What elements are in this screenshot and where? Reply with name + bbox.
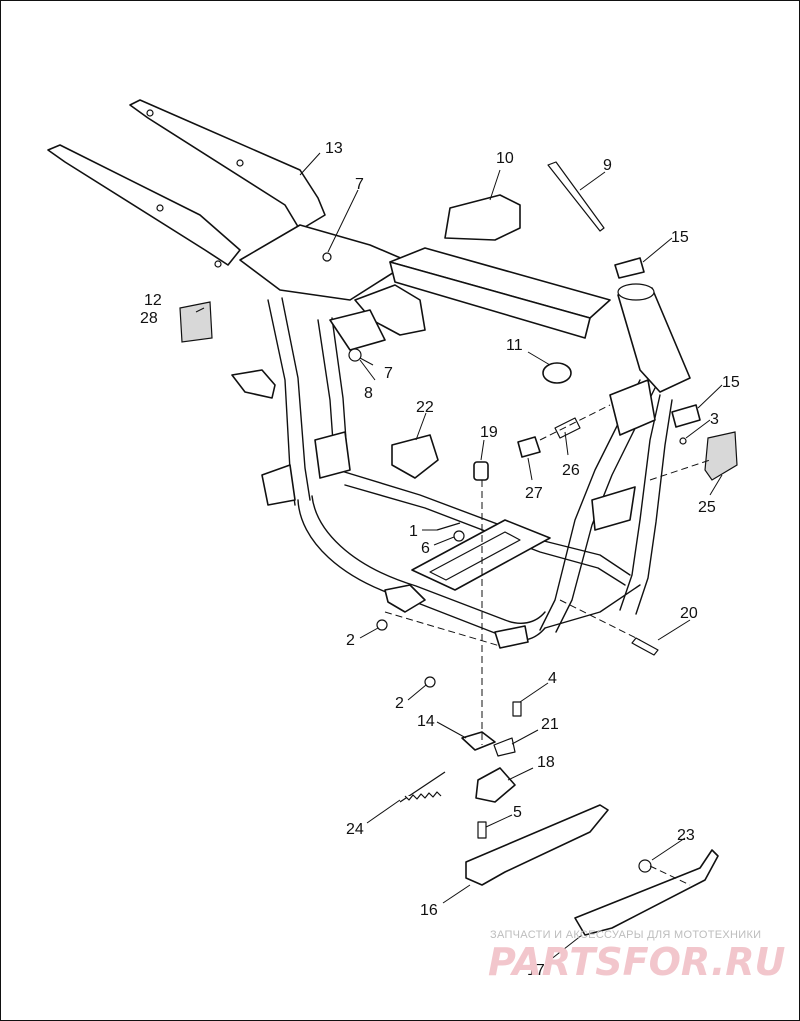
- callout-9: 9: [603, 157, 612, 174]
- frame-backbone-side: [389, 261, 591, 339]
- callout-14: 14: [417, 713, 435, 730]
- lower-cradle-left-inner: [311, 495, 546, 624]
- assembly-line-bracket: [649, 459, 711, 481]
- part-17-kickstand: [574, 849, 719, 936]
- part-11-grommet: [542, 362, 572, 384]
- steering-head-top: [617, 283, 655, 301]
- part-24-coils: [404, 791, 442, 801]
- watermark-brand: PARTSFOR.RU: [488, 940, 786, 984]
- callout-17: 17: [527, 962, 545, 979]
- part-2-grommet-lower: [424, 676, 436, 688]
- callout-4: 4: [548, 670, 557, 687]
- watermark: ЗАПЧАСТИ И АКСЕССУАРЫ ДЛЯ МОТОТЕХНИКИ PA…: [488, 929, 786, 984]
- downtube-right-outer: [619, 394, 661, 611]
- rear-upright-left-inner: [281, 297, 311, 501]
- callout-15-upper: 15: [671, 229, 689, 246]
- part-8-washer: [348, 348, 362, 362]
- callout-19: 19: [480, 424, 498, 441]
- watermark-caption: ЗАПЧАСТИ И АКСЕССУАРЫ ДЛЯ МОТОТЕХНИКИ: [490, 929, 761, 941]
- assembly-line-stop: [649, 865, 691, 886]
- part-15-cup-lower: [671, 404, 701, 428]
- frame-assembly: [47, 99, 691, 649]
- callout-1: 1: [409, 523, 418, 540]
- assembly-line-lug: [384, 611, 501, 647]
- downtube-right-inner: [635, 399, 673, 615]
- callout-7-upper: 7: [355, 176, 364, 193]
- callout-12: 12: [144, 292, 162, 309]
- rear-side-plate: [261, 464, 296, 506]
- assembly-line-bolt: [559, 599, 641, 641]
- part-10-cover: [444, 194, 521, 241]
- part-23-stop: [638, 859, 652, 873]
- part-7-nut-upper: [322, 252, 332, 262]
- callout-23: 23: [677, 827, 695, 844]
- callout-11: 11: [506, 337, 523, 354]
- assembly-line-fitting: [539, 404, 611, 441]
- part-5-bolt: [477, 821, 487, 839]
- downtube-left-outer: [539, 379, 641, 631]
- callout-20: 20: [680, 605, 698, 622]
- rear-strut-right: [129, 99, 326, 231]
- part-27-fitting: [517, 436, 541, 458]
- part-3-screw: [679, 437, 687, 445]
- callout-24: 24: [346, 821, 364, 838]
- part-26-bolt: [554, 417, 581, 439]
- rear-mount-lug: [384, 584, 426, 613]
- callout-3: 3: [710, 411, 719, 428]
- coil-bracket: [329, 309, 386, 351]
- callout-2-upper: 2: [346, 632, 355, 649]
- leader-lines: [195, 152, 723, 961]
- front-mount-lug: [494, 625, 529, 649]
- assembly-lines: [384, 404, 711, 886]
- part-14-plate: [461, 731, 496, 751]
- callout-6: 6: [421, 540, 430, 557]
- callout-13: 13: [325, 140, 343, 157]
- part-18-bracket: [475, 767, 516, 803]
- callout-16: 16: [420, 902, 438, 919]
- part-21-clip: [493, 737, 516, 757]
- callout-10: 10: [496, 150, 514, 167]
- part-12-plate: [179, 301, 213, 343]
- rear-bracket-left: [231, 369, 276, 399]
- callout-26: 26: [562, 462, 580, 479]
- downtube-plate: [591, 486, 636, 531]
- callout-21: 21: [541, 716, 559, 733]
- front-cradle-lower: [544, 584, 641, 629]
- part-2-grommet-upper: [376, 619, 388, 631]
- part-6-washer: [453, 530, 465, 542]
- callout-25: 25: [698, 499, 716, 516]
- callout-7-lower: 7: [384, 365, 393, 382]
- part-15-cup-upper: [614, 257, 645, 279]
- loose-parts: [179, 161, 738, 936]
- callout-28: 28: [140, 310, 158, 327]
- part-9-tie: [547, 161, 605, 232]
- callout-2-lower: 2: [395, 695, 404, 712]
- part-4-screw: [512, 701, 522, 717]
- downtube-left-inner: [555, 387, 656, 633]
- callout-8: 8: [364, 385, 373, 402]
- part-16-kickstand: [465, 804, 609, 886]
- callout-27: 27: [525, 485, 543, 502]
- steering-head: [617, 287, 691, 393]
- callout-labels: 13 7 10 9 15 12 28 11 7 8 15 3 22 19 26 …: [140, 140, 740, 979]
- part-19-bushing: [473, 461, 489, 481]
- callout-15-lower: 15: [722, 374, 740, 391]
- rear-strut-left: [47, 144, 241, 266]
- part-25-bracket: [704, 431, 738, 481]
- callout-18: 18: [537, 754, 555, 771]
- part-22-clip: [391, 434, 439, 479]
- rear-inner-plate: [314, 431, 351, 479]
- part-1-screw: [436, 522, 461, 531]
- crossmember-slot: [429, 531, 521, 581]
- downtube-gusset: [609, 379, 656, 436]
- callout-5: 5: [513, 804, 522, 821]
- callout-22: 22: [416, 399, 434, 416]
- lower-cradle-cross-inner: [344, 484, 626, 586]
- part-20-bolt: [631, 637, 659, 656]
